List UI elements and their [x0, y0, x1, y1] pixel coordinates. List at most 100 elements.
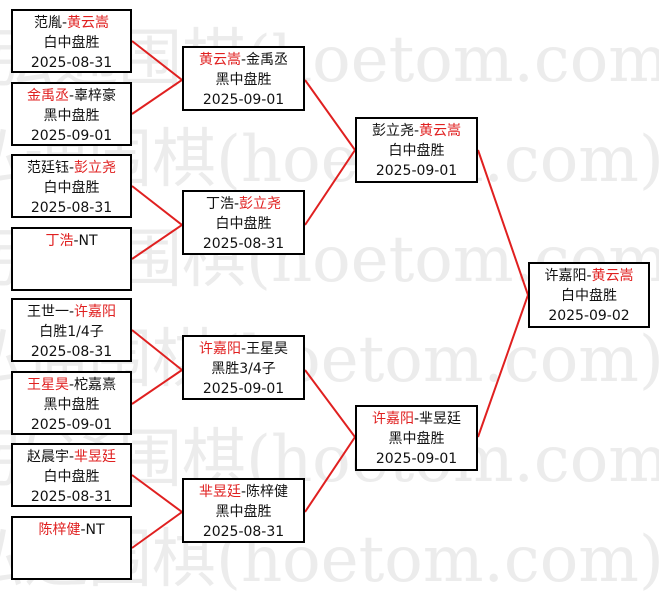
- match-date: 2025-08-31: [202, 524, 285, 540]
- connector-line: [131, 474, 184, 549]
- match-box: 范廷钰-彭立尧白中盘胜 2025-08-31: [11, 154, 132, 218]
- match-date: 2025-09-01: [30, 417, 113, 433]
- separator: -: [233, 196, 240, 212]
- player-name: 王星昊: [26, 377, 69, 393]
- separator: -: [68, 160, 75, 176]
- result-text: 黑中盘胜: [215, 504, 272, 520]
- result-text: 白中盘胜: [43, 180, 100, 196]
- players-line: 丁浩-彭立尧: [184, 194, 303, 214]
- player-name: 许嘉阳: [198, 341, 241, 357]
- result-text: 白中盘胜: [43, 35, 100, 51]
- player-name: 黄云嵩: [591, 268, 634, 284]
- match-date: 2025-08-31: [30, 344, 113, 360]
- player-name: 陈梓健: [38, 522, 81, 538]
- players-line: 范胤-黄云嵩: [13, 13, 130, 33]
- match-date: 2025-09-01: [375, 451, 458, 467]
- connector-line: [131, 40, 184, 115]
- player-name: 陈梓健: [246, 484, 289, 500]
- match-box: 陈梓健-NT: [11, 516, 132, 580]
- match-box: 王星昊-柁嘉熹黑中盘胜 2025-09-01: [11, 371, 132, 435]
- result-text: 黑中盘胜: [215, 72, 272, 88]
- players-line: 黄云嵩-金禹丞: [184, 50, 303, 70]
- match-box: 许嘉阳-王星昊黑胜3/4子 2025-09-01: [182, 335, 305, 400]
- player-name: 黄云嵩: [198, 52, 241, 68]
- match-box: 彭立尧-黄云嵩白中盘胜 2025-09-01: [355, 117, 478, 183]
- connector-line: [131, 329, 184, 405]
- player-name: 范胤: [33, 15, 62, 31]
- players-line: 金禹丞-辜梓豪: [13, 86, 130, 106]
- match-date: 2025-09-02: [548, 308, 630, 324]
- player-name: 范廷钰: [26, 160, 69, 176]
- match-box: 赵晨宇-芈昱廷白中盘胜 2025-08-31: [11, 443, 132, 507]
- player-name: 辜梓豪: [74, 88, 117, 104]
- separator: -: [68, 304, 75, 320]
- players-line: 许嘉阳-王星昊: [184, 339, 303, 359]
- match-date: 2025-09-01: [202, 381, 285, 397]
- separator: -: [68, 377, 75, 393]
- player-name: 赵晨宇: [26, 449, 69, 465]
- players-line: 范廷钰-彭立尧: [13, 158, 130, 178]
- separator: -: [80, 522, 86, 538]
- player-name: 金禹丞: [246, 52, 289, 68]
- player-name: 许嘉阳: [371, 411, 414, 427]
- player-name: NT: [78, 233, 98, 249]
- result-text: 白胜1/4子: [39, 324, 104, 340]
- match-date: 2025-08-31: [30, 489, 113, 505]
- player-name: 许嘉阳: [544, 268, 587, 284]
- match-date: 2025-09-01: [202, 92, 285, 108]
- match-box: 黄云嵩-金禹丞黑中盘胜 2025-09-01: [182, 46, 305, 111]
- final-match-box: 许嘉阳-黄云嵩白中盘胜 2025-09-02: [528, 262, 650, 328]
- match-box: 范胤-黄云嵩白中盘胜 2025-08-31: [11, 9, 132, 73]
- connector-line: [131, 185, 184, 260]
- result-text: 白中盘胜: [215, 216, 272, 232]
- match-box: 许嘉阳-芈昱廷黑中盘胜 2025-09-01: [355, 405, 478, 471]
- separator: -: [240, 52, 247, 68]
- separator: -: [586, 268, 592, 284]
- match-box: 丁浩-NT: [11, 227, 132, 291]
- connector-line: [304, 369, 357, 513]
- players-line: 丁浩-NT: [13, 231, 130, 251]
- players-line: 陈梓健-NT: [13, 520, 130, 540]
- player-name: 彭立尧: [371, 123, 414, 139]
- players-line: 王星昊-柁嘉熹: [13, 375, 130, 395]
- match-date: 2025-08-31: [202, 236, 285, 252]
- match-date: 2025-09-01: [375, 163, 458, 179]
- separator: -: [240, 341, 247, 357]
- match-box: 丁浩-彭立尧白中盘胜 2025-08-31: [182, 190, 305, 255]
- match-date: 2025-08-31: [30, 55, 113, 71]
- player-name: 黄云嵩: [67, 15, 110, 31]
- players-line: 许嘉阳-黄云嵩: [530, 266, 648, 286]
- result-text: 白中盘胜: [43, 469, 100, 485]
- separator: -: [68, 449, 75, 465]
- separator: -: [61, 15, 68, 31]
- separator: -: [413, 123, 420, 139]
- result-text: 黑中盘胜: [43, 397, 100, 413]
- players-line: 王世一-许嘉阳: [13, 302, 130, 322]
- player-name: NT: [85, 522, 105, 538]
- player-name: 芈昱廷: [74, 449, 117, 465]
- separator: -: [413, 411, 420, 427]
- result-text: 白中盘胜: [561, 288, 617, 304]
- match-date: 2025-08-31: [30, 200, 113, 216]
- result-text: 白中盘胜: [388, 143, 445, 159]
- player-name: 芈昱廷: [419, 411, 462, 427]
- player-name: 金禹丞: [26, 88, 69, 104]
- match-box: 王世一-许嘉阳白胜1/4子 2025-08-31: [11, 298, 132, 362]
- player-name: 彭立尧: [74, 160, 117, 176]
- separator: -: [68, 88, 75, 104]
- separator: -: [73, 233, 79, 249]
- player-name: 柁嘉熹: [74, 377, 117, 393]
- player-name: 芈昱廷: [198, 484, 241, 500]
- result-text: 黑中盘胜: [43, 108, 100, 124]
- player-name: 王世一: [26, 304, 69, 320]
- player-name: 丁浩: [45, 233, 74, 249]
- players-line: 赵晨宇-芈昱廷: [13, 447, 130, 467]
- players-line: 许嘉阳-芈昱廷: [357, 409, 476, 429]
- result-text: 黑胜3/4子: [211, 361, 276, 377]
- players-line: 彭立尧-黄云嵩: [357, 121, 476, 141]
- player-name: 黄云嵩: [419, 123, 462, 139]
- result-text: 黑中盘胜: [388, 431, 445, 447]
- connector-line: [477, 149, 530, 438]
